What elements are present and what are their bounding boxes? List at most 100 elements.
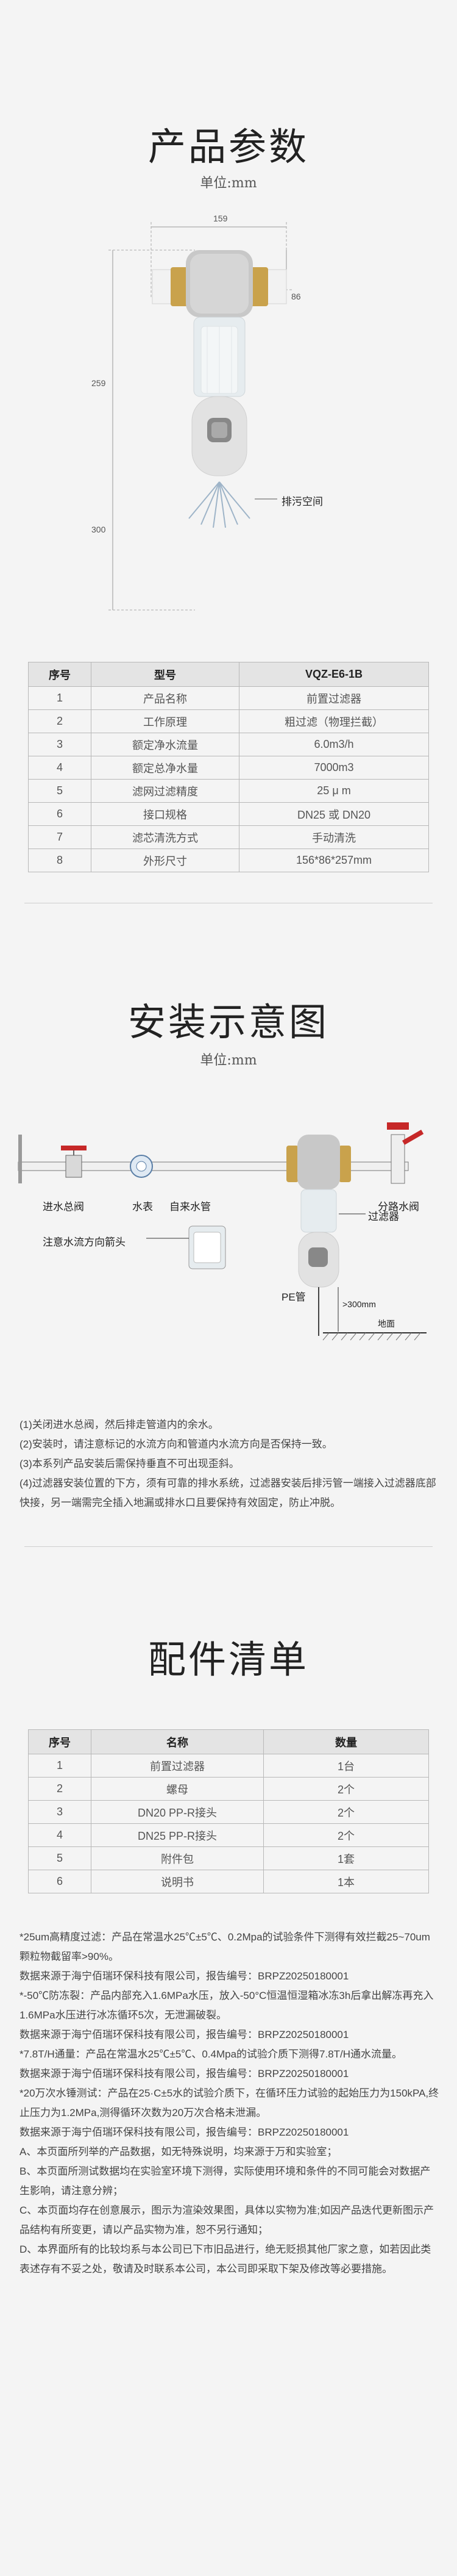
label-meter: 水表: [132, 1201, 153, 1213]
table-cell: 1本: [263, 1870, 429, 1893]
table-cell: 2个: [263, 1800, 429, 1824]
spec-header-no: 序号: [28, 662, 91, 687]
table-cell: 滤网过滤精度: [91, 779, 239, 803]
table-cell: 外形尺寸: [91, 849, 239, 872]
table-cell: 5: [28, 779, 91, 803]
footnotes: *25um高精度过滤：产品在常温水25℃±5℃、0.2Mpa的试验条件下测得有效…: [19, 1928, 440, 2279]
accessories-title: 配件清单: [147, 1637, 309, 1682]
note-paragraph: 数据来源于海宁佰瑞环保科技有限公司，报告编号：BRPZ20250180001: [19, 2126, 349, 2138]
dim-drain: 300: [91, 525, 106, 534]
table-cell: 手动清洗: [239, 825, 429, 849]
table-cell: 3: [28, 733, 91, 756]
note-paragraph: (3)本系列产品安装后需保持垂直不可出现歪斜。: [19, 1458, 239, 1469]
table-cell: DN25 PP-R接头: [91, 1823, 264, 1847]
product-dimension-drawing: [108, 222, 292, 611]
note-paragraph: 数据来源于海宁佰瑞环保科技有限公司，报告编号：BRPZ20250180001: [19, 2068, 349, 2079]
table-cell: 1: [28, 1754, 91, 1778]
table-cell: 7000m3: [239, 756, 429, 780]
label-pe-pipe: PE管: [282, 1291, 306, 1303]
note-paragraph: A、本页面所列举的产品数据，如无特殊说明，均来源于万和实验室；: [19, 2146, 338, 2158]
table-cell: 4: [28, 1823, 91, 1847]
divider: [24, 1546, 433, 1547]
note-paragraph: 数据来源于海宁佰瑞环保科技有限公司，报告编号：BRPZ20250180001: [19, 1970, 349, 1982]
table-cell: 前置过滤器: [239, 686, 429, 710]
note-paragraph: (2)安装时，请注意标记的水流方向和管道内水流方向是否保持一致。: [19, 1438, 333, 1450]
install-title: 安装示意图: [127, 1000, 329, 1044]
brass-nut-left: [171, 267, 189, 306]
table-cell: 1套: [263, 1846, 429, 1870]
table-cell: DN20 PP-R接头: [91, 1800, 264, 1824]
acc-header-qty: 数量: [263, 1729, 429, 1754]
acc-header-name: 名称: [91, 1729, 264, 1754]
table-cell: 6: [28, 802, 91, 826]
table-cell: 4: [28, 756, 91, 780]
acc-header-no: 序号: [28, 1729, 91, 1754]
label-filter: 过滤器: [368, 1211, 399, 1222]
table-cell: 156*86*257mm: [239, 849, 429, 872]
params-unit: 单位:mm: [200, 176, 257, 191]
table-cell: 2个: [263, 1823, 429, 1847]
label-inlet-valve: 进水总阀: [43, 1201, 84, 1213]
table-cell: 6.0m3/h: [239, 733, 429, 756]
dim-top: 86: [291, 292, 301, 301]
table-cell: 1: [28, 686, 91, 710]
note-paragraph: *-50℃防冻裂：产品内部充入1.6MPa水压，放入-50°C恒温恒湿箱冰冻3h…: [19, 1990, 434, 2021]
label-ground: 地面: [378, 1319, 395, 1329]
table-cell: 额定总净水量: [91, 756, 239, 780]
install-notes: (1)关闭进水总阀，然后排走管道内的余水。 (2)安装时，请注意标记的水流方向和管…: [19, 1415, 440, 1513]
table-cell: 螺母: [91, 1777, 264, 1801]
spec-header-field: 型号: [91, 662, 239, 687]
table-cell: 附件包: [91, 1846, 264, 1870]
table-cell: 8: [28, 849, 91, 872]
note-paragraph: D、本界面所有的比较均系与本公司已下市旧品进行，绝无贬损其他厂家之意，如若因此类…: [19, 2244, 431, 2275]
note-paragraph: B、本页面所测试数据均在实验室环境下测得，实际使用环境和条件的不同可能会对数据产…: [19, 2165, 431, 2197]
label-arrow-note: 注意水流方向箭头: [43, 1236, 126, 1248]
label-tap-pipe: 自来水管: [169, 1201, 211, 1213]
note-paragraph: 数据来源于海宁佰瑞环保科技有限公司，报告编号：BRPZ20250180001: [19, 2029, 349, 2040]
table-cell: 1台: [263, 1754, 429, 1778]
table-cell: 3: [28, 1800, 91, 1824]
note-paragraph: (4)过滤器安装位置的下方，须有可靠的排水系统，过滤器安装后排污管一端接入过滤器…: [19, 1477, 436, 1509]
installation-diagram: [18, 1122, 427, 1341]
note-paragraph: *7.8T/H通量：产品在常温水25℃±5℃、0.4Mpa的试验介质下测得7.8…: [19, 2048, 403, 2060]
table-cell: 2个: [263, 1777, 429, 1801]
table-cell: 说明书: [91, 1870, 264, 1893]
spec-header-model: VQZ-E6-1B: [239, 662, 429, 687]
table-cell: 5: [28, 1846, 91, 1870]
note-paragraph: (1)关闭进水总阀，然后排走管道内的余水。: [19, 1419, 219, 1430]
install-unit: 单位:mm: [200, 1053, 257, 1068]
table-cell: 前置过滤器: [91, 1754, 264, 1778]
table-cell: 7: [28, 825, 91, 849]
table-cell: 2: [28, 709, 91, 733]
dim-height: 259: [91, 378, 106, 388]
label-branch-valve: 分路水阀: [378, 1201, 419, 1213]
table-cell: 25 μ m: [239, 779, 429, 803]
table-cell: 工作原理: [91, 709, 239, 733]
brass-nut-right: [250, 267, 268, 306]
table-cell: 接口规格: [91, 802, 239, 826]
note-paragraph: C、本页面均存在创意展示，图示为渲染效果图，具体以实物为准;如因产品迭代更新图示…: [19, 2205, 434, 2236]
note-paragraph: *20万次水锤测试：产品在25·C±5水的试验介质下，在循环压力试验的起始压力为…: [19, 2087, 439, 2119]
note-paragraph: *25um高精度过滤：产品在常温水25℃±5℃、0.2Mpa的试验条件下测得有效…: [19, 1931, 430, 1962]
table-cell: 额定净水流量: [91, 733, 239, 756]
table-cell: 粗过滤（物理拦截）: [239, 709, 429, 733]
dim-width: 159: [213, 213, 228, 223]
table-cell: DN25 或 DN20: [239, 802, 429, 826]
table-cell: 6: [28, 1870, 91, 1893]
table-cell: 滤芯清洗方式: [91, 825, 239, 849]
